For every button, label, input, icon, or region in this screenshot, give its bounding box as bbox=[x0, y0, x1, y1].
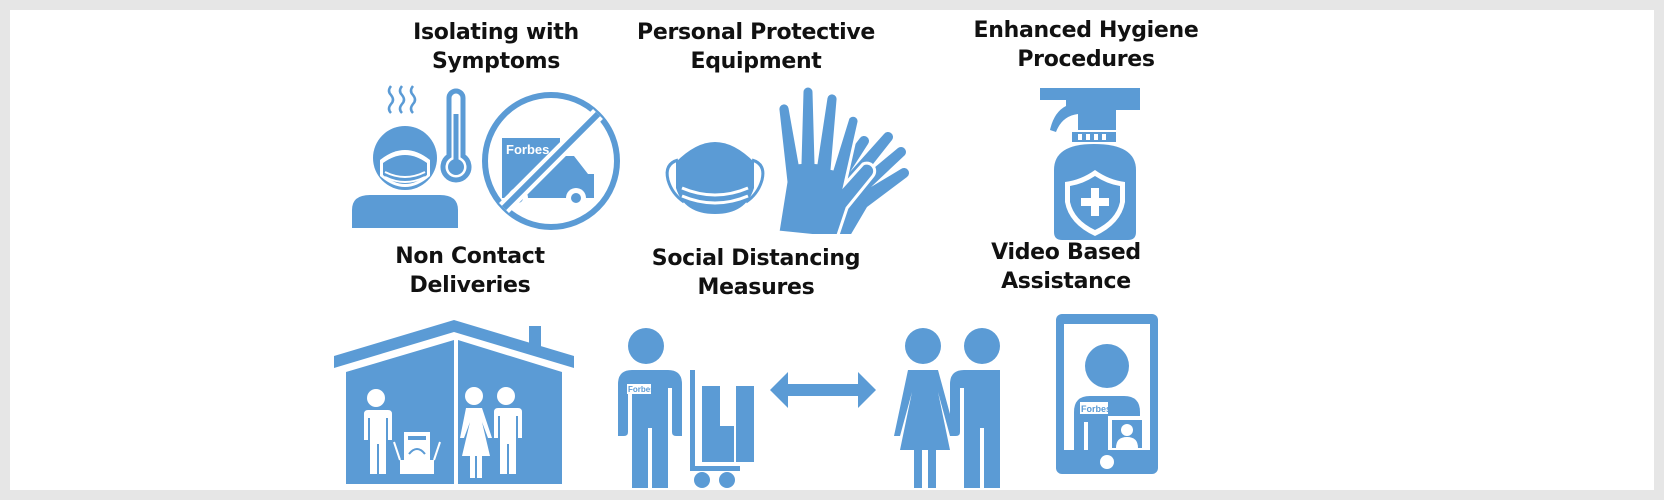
title-line: Measures bbox=[697, 275, 815, 300]
house-icon bbox=[334, 320, 574, 484]
woman-icon bbox=[894, 328, 956, 488]
no-delivery-van-icon: Forbes bbox=[480, 90, 622, 232]
tablet-icon: Forbes bbox=[1056, 314, 1158, 474]
section-title-hygiene: Enhanced Hygiene Procedures bbox=[974, 16, 1199, 74]
title-line: Deliveries bbox=[409, 273, 531, 298]
masked-person-icon bbox=[350, 120, 460, 230]
heat-waves-icon bbox=[385, 84, 421, 120]
gloves-icon bbox=[770, 84, 920, 234]
title-line: Video Based bbox=[991, 240, 1141, 265]
section-title-ppe: Personal Protective Equipment bbox=[637, 18, 875, 76]
title-line: Assistance bbox=[1001, 269, 1131, 294]
thermometer-icon bbox=[438, 86, 474, 186]
infographic-canvas: Isolating with Symptoms For bbox=[10, 10, 1654, 490]
couple-icon bbox=[460, 387, 522, 478]
title-line: Personal Protective bbox=[637, 20, 875, 45]
forbes-logo-text: Forbes bbox=[506, 142, 549, 157]
social-distancing-scene: Forbes bbox=[610, 328, 1000, 488]
man-icon bbox=[950, 328, 1000, 488]
forbes-badge-text: Forbes bbox=[628, 385, 655, 394]
section-title-video: Video Based Assistance bbox=[991, 238, 1141, 296]
double-arrow-icon bbox=[770, 372, 876, 408]
title-line: Non Contact bbox=[395, 244, 545, 269]
title-line: Isolating with bbox=[413, 20, 579, 45]
title-line: Procedures bbox=[1017, 47, 1155, 72]
sanitizer-spray-bottle-icon bbox=[1040, 88, 1150, 240]
title-line: Enhanced Hygiene bbox=[973, 18, 1199, 43]
appliance-box-icon bbox=[393, 432, 441, 474]
user-thumbnail-icon bbox=[1108, 416, 1146, 450]
section-title-non-contact: Non Contact Deliveries bbox=[395, 242, 545, 300]
title-line: Symptoms bbox=[431, 49, 561, 74]
delivery-person-icon bbox=[364, 389, 392, 474]
section-title-isolating: Isolating with Symptoms bbox=[413, 18, 579, 76]
title-line: Social Distancing bbox=[651, 246, 861, 271]
forbes-badge-text: Forbes bbox=[1081, 404, 1111, 414]
face-mask-icon bbox=[660, 138, 770, 218]
title-line: Equipment bbox=[690, 49, 822, 74]
delivery-person-icon bbox=[618, 328, 682, 488]
section-title-social-distancing: Social Distancing Measures bbox=[651, 244, 861, 302]
hand-truck-boxes-icon bbox=[690, 370, 754, 488]
